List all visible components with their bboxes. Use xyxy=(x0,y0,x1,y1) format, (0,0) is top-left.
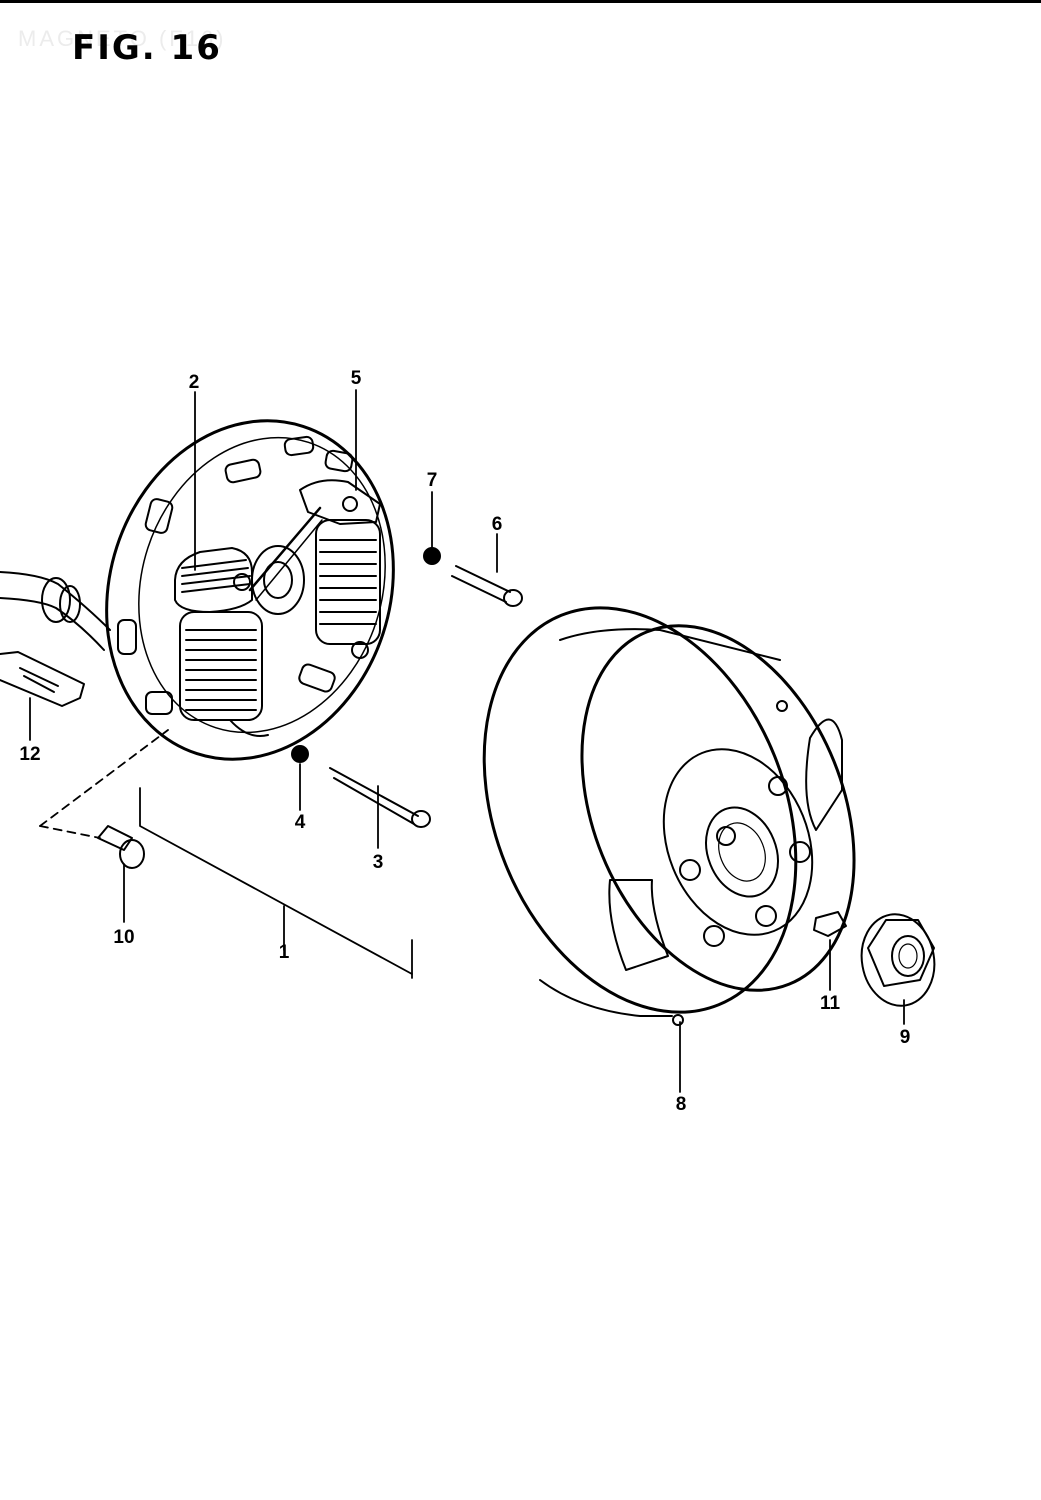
lighting-coil xyxy=(248,479,381,659)
callout-11: 11 xyxy=(820,993,841,1014)
top-rule xyxy=(0,0,1041,3)
callout-3: 3 xyxy=(373,852,384,873)
bolt-10 xyxy=(97,825,145,869)
callout-4: 4 xyxy=(295,812,306,833)
flywheel-rotor xyxy=(482,606,856,1026)
stator-plate xyxy=(105,419,395,761)
callout-6: 6 xyxy=(492,514,503,535)
callout-2: 2 xyxy=(189,372,200,393)
screw-6 xyxy=(451,565,523,607)
callout-7: 7 xyxy=(427,470,438,491)
woodruff-key xyxy=(813,911,847,937)
ignition-coil xyxy=(174,547,269,737)
leader-lines xyxy=(29,389,905,1093)
callout-5: 5 xyxy=(351,368,362,389)
faint-section-title: MAGNETO (F16) xyxy=(18,26,227,51)
callout-1: 1 xyxy=(279,942,290,963)
callout-10: 10 xyxy=(113,927,134,948)
figure-title: FIG. 16 xyxy=(72,28,222,68)
flange-nut xyxy=(860,913,936,1007)
assembly-bracket xyxy=(39,729,413,979)
screw-3 xyxy=(329,767,431,828)
washer-4 xyxy=(291,745,309,763)
wire-harness xyxy=(0,571,111,707)
callout-8: 8 xyxy=(676,1094,687,1115)
callout-12: 12 xyxy=(19,744,40,765)
callout-9: 9 xyxy=(900,1027,911,1048)
